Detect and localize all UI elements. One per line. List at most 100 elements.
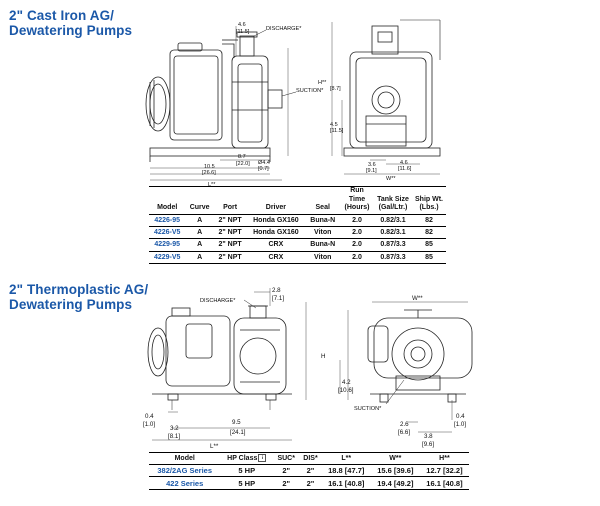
cell-runtime: 2.0 <box>340 250 374 264</box>
section2-title-line2: Dewatering Pumps <box>9 297 133 312</box>
dim-s2-f: 2.6 <box>400 421 409 428</box>
cell-port: 2" NPT <box>213 238 247 252</box>
callout-s2-discharge: DISCHARGE* <box>200 298 236 304</box>
cell-tank: 0.82/3.1 <box>374 213 412 227</box>
dim-s2-bb: [10.6] <box>338 387 354 394</box>
dim-s1-d2: 8.7 <box>238 154 246 160</box>
dim-s2-w: W** <box>412 295 423 302</box>
cell-h: 12.7 [32.2] <box>419 463 469 477</box>
col-header-dis: DIS* <box>299 452 322 465</box>
dim-s1-d2b: [22.0] <box>236 161 250 167</box>
dim-s2-i: 0.4 <box>456 413 465 420</box>
cell-model[interactable]: 4229-95 <box>149 238 186 252</box>
dim-s2-ib: [1.0] <box>454 421 466 428</box>
col-header-seal: Seal <box>305 186 340 215</box>
cell-port: 2" NPT <box>213 250 247 264</box>
cell-w: 19.4 [49.2] <box>370 476 420 490</box>
info-icon[interactable]: i <box>258 453 267 462</box>
cell-dis: 2" <box>299 463 322 477</box>
col-header-w: W** <box>370 452 420 465</box>
cell-driver: Honda GX160 <box>246 225 306 239</box>
cell-l: 16.1 [40.8] <box>321 476 371 490</box>
cell-curve: A <box>185 238 214 252</box>
cell-driver: Honda GX160 <box>246 213 306 227</box>
cell-suc: 2" <box>273 476 300 490</box>
cell-suc: 2" <box>273 463 300 477</box>
thermoplastic-side-view <box>147 288 307 441</box>
table-row: 4226-V5 A 2" NPT Honda GX160 Viton 2.0 0… <box>149 225 446 239</box>
cell-driver: CRX <box>246 250 306 264</box>
cell-port: 2" NPT <box>213 213 247 227</box>
cell-curve: A <box>185 213 214 227</box>
table-row: 4229-V5 A 2" NPT CRX Viton 2.0 0.87/3.3 … <box>149 250 446 264</box>
col-header-runtime: Run Time (Hours) <box>340 186 374 215</box>
callout-s1-suction: SUCTION* <box>296 88 324 94</box>
cast-iron-front-view <box>331 19 441 175</box>
cell-seal: Viton <box>305 225 340 239</box>
section2-title: 2" Thermoplastic AG/ Dewatering Pumps <box>9 282 148 312</box>
cell-model[interactable]: 4226-V5 <box>149 225 186 239</box>
col-header-l: L** <box>321 452 371 465</box>
col-header-port: Port <box>213 186 247 215</box>
dim-s1-d8: 3.6 <box>368 162 376 168</box>
dim-s2-h: H <box>321 353 325 360</box>
col-header-tank: Tank Size (Gal/Ltr.) <box>374 186 412 215</box>
dim-s2-a: 2.8 <box>272 287 281 294</box>
dim-s2-e: 9.5 <box>232 419 241 426</box>
cell-hpclass: 5 HP <box>220 463 274 477</box>
cell-runtime: 2.0 <box>340 213 374 227</box>
cell-model[interactable]: 382/2AG Series <box>149 463 221 477</box>
cell-port: 2" NPT <box>213 225 247 239</box>
dim-s2-c: 0.4 <box>145 413 154 420</box>
cell-curve: A <box>185 250 214 264</box>
dim-s1-d4: Ø4.4 <box>258 160 270 166</box>
cell-model[interactable]: 4229-V5 <box>149 250 186 264</box>
dim-s1-d4b: [0.7] <box>258 166 269 172</box>
dim-s2-db: [8.1] <box>168 433 180 440</box>
table-header-row: Model Curve Port Driver Seal Run Time (H… <box>149 186 446 215</box>
dim-s2-b: 4.2 <box>342 379 351 386</box>
section2-title-line1: 2" Thermoplastic AG/ <box>9 282 149 297</box>
dim-s1-d7: 4.5 <box>330 122 338 128</box>
dim-s2-fb: [6.6] <box>398 429 410 436</box>
dim-s2-ab: [7.1] <box>272 295 284 302</box>
dim-s2-g: 3.8 <box>424 433 433 440</box>
col-header-shipwt: Ship Wt. (Lbs.) <box>412 186 446 215</box>
cell-model[interactable]: 4226-95 <box>149 213 186 227</box>
cell-seal: Buna-N <box>305 213 340 227</box>
dim-s1-d3: 10.5 <box>204 164 215 170</box>
cell-runtime: 2.0 <box>340 225 374 239</box>
dim-s1-d9b: [11.6] <box>398 166 412 172</box>
dim-s1-d7b: [11.5] <box>330 128 344 134</box>
callout-s1-discharge: DISCHARGE* <box>266 26 302 32</box>
dim-s2-eb: [24.1] <box>230 429 246 436</box>
section1-title-line2: Dewatering Pumps <box>9 23 133 38</box>
cell-model[interactable]: 422 Series <box>149 476 221 490</box>
cell-tank: 0.82/3.1 <box>374 225 412 239</box>
cell-tank: 0.87/3.3 <box>374 238 412 252</box>
table-row: 4229-95 A 2" NPT CRX Buna-N 2.0 0.87/3.3… <box>149 238 446 252</box>
dim-s1-d8b: [9.1] <box>366 168 377 174</box>
dim-s1-d1b: [11.5] <box>236 29 250 35</box>
cast-iron-side-view <box>145 26 297 181</box>
cast-iron-spec-table: Model Curve Port Driver Seal Run Time (H… <box>149 186 446 264</box>
cell-seal: Viton <box>305 250 340 264</box>
col-header-model: Model <box>149 452 221 465</box>
cell-seal: Buna-N <box>305 238 340 252</box>
col-header-suc: SUC* <box>273 452 300 465</box>
cell-driver: CRX <box>246 238 306 252</box>
cell-w: 15.6 [39.6] <box>370 463 420 477</box>
col-header-curve: Curve <box>185 186 214 215</box>
table-row: 4226-95 A 2" NPT Honda GX160 Buna-N 2.0 … <box>149 213 446 227</box>
dim-s2-l: L** <box>210 443 219 450</box>
table-row: 422 Series 5 HP 2" 2" 16.1 [40.8] 19.4 [… <box>149 476 469 490</box>
col-header-model: Model <box>149 186 186 215</box>
cell-hpclass: 5 HP <box>220 476 274 490</box>
dim-s1-d10: W** <box>386 176 396 182</box>
section1-title-line1: 2" Cast Iron AG/ <box>9 8 115 23</box>
cell-tank: 0.87/3.3 <box>374 250 412 264</box>
cell-shipwt: 85 <box>412 238 446 252</box>
